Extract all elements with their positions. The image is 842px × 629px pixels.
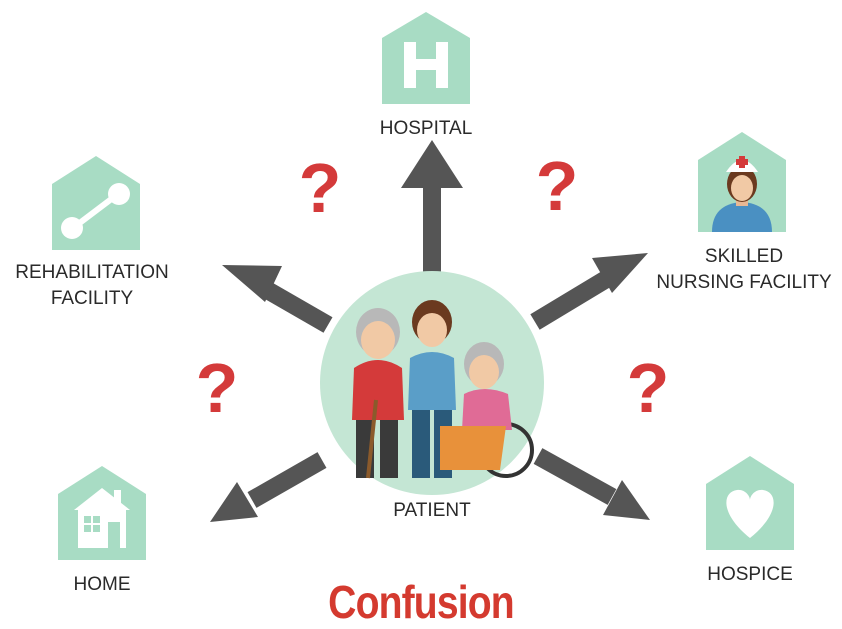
home-house	[58, 466, 146, 560]
patient-illustration	[320, 271, 544, 495]
question-mark-mid-left: ?	[196, 349, 239, 427]
rehab-label-line1: REHABILITATION	[15, 262, 169, 283]
question-mark-mid-right: ?	[627, 349, 670, 427]
nurse-icon	[712, 156, 772, 232]
rehab-house	[52, 156, 140, 250]
dumbbell-icon	[61, 183, 130, 239]
snf-label-line2: NURSING FACILITY	[656, 272, 832, 293]
arrow-to-hospice	[533, 448, 650, 520]
snf-label-line1: SKILLED	[704, 246, 784, 267]
hospital-label: HOSPITAL	[379, 118, 473, 139]
snf-label: SKILLED NURSING FACILITY	[646, 244, 842, 296]
question-mark-top-left: ?	[299, 149, 342, 227]
heart-icon	[726, 489, 774, 538]
hospice-house	[706, 456, 794, 550]
arrow-to-rehab	[222, 265, 333, 333]
hospital-h-icon	[404, 42, 448, 88]
home-label: HOME	[73, 574, 131, 595]
elderly-woman-wheelchair-figure	[440, 342, 534, 478]
hospice-label: HOSPICE	[707, 564, 793, 585]
elderly-man-figure	[352, 308, 404, 479]
hospital-house	[382, 12, 470, 104]
snf-house	[698, 132, 786, 232]
arrow-to-snf	[530, 253, 648, 330]
arrow-to-home	[210, 452, 327, 522]
arrow-to-hospital	[401, 140, 463, 272]
rehab-label: REHABILITATION FACILITY	[0, 260, 184, 312]
rehab-label-line2: FACILITY	[50, 288, 134, 309]
confusion-title: Confusion	[328, 576, 514, 628]
question-mark-top-right: ?	[536, 147, 579, 225]
patient-label: PATIENT	[393, 500, 471, 521]
